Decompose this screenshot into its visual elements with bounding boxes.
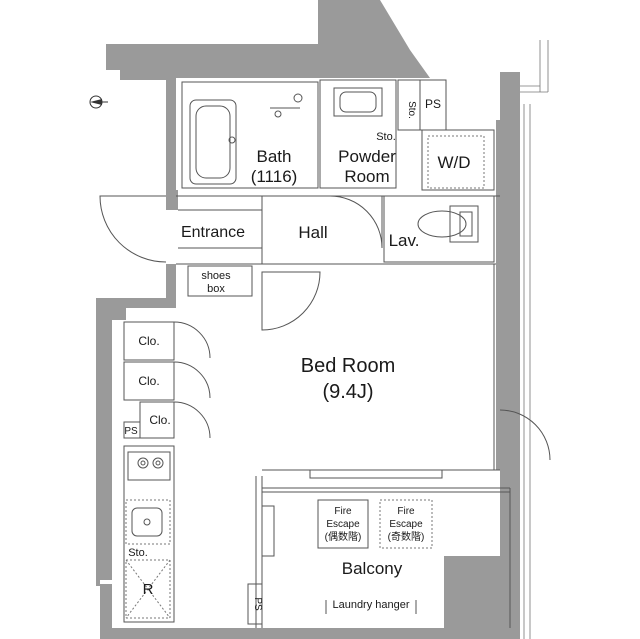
closet-3-label: Clo. xyxy=(149,413,170,427)
labels: Bath (1116) Powder Room W/D Sto. PS Sto.… xyxy=(124,97,470,611)
entrance-label: Entrance xyxy=(181,224,245,241)
kitchen-sink-icon xyxy=(131,507,163,537)
powder-room-label-1: Powder xyxy=(338,147,396,166)
fire-escape-1-label-b: Escape xyxy=(326,519,360,530)
bed-room-size-label: (9.4J) xyxy=(322,381,373,403)
shoes-box-label-1: shoes xyxy=(201,270,231,282)
exterior-walls xyxy=(96,0,520,639)
north-arrow-icon xyxy=(89,95,108,109)
sto-top-label: Sto. xyxy=(406,101,417,119)
right-railing xyxy=(520,40,549,639)
lav-label: Lav. xyxy=(389,231,420,250)
sto-powder-label: Sto. xyxy=(376,131,396,143)
powder-room-label-2: Room xyxy=(344,167,389,186)
ps-bottom-label: PS xyxy=(252,597,263,611)
toilet-icon xyxy=(417,205,479,243)
stove-icon xyxy=(137,457,164,469)
shower-icon xyxy=(270,93,303,118)
fire-escape-1-label-a: Fire xyxy=(334,506,352,517)
laundry-hanger-label: Laundry hanger xyxy=(332,599,409,611)
sink-icon xyxy=(333,87,383,117)
fire-escape-2-label-c: (奇数階) xyxy=(388,530,425,543)
ps-left-label: PS xyxy=(124,426,138,437)
fire-escape-2-label-a: Fire xyxy=(397,506,415,517)
doors xyxy=(99,130,551,557)
fire-escape-2-label-b: Escape xyxy=(389,519,423,530)
interior-lines xyxy=(123,79,511,628)
bed-room-label: Bed Room xyxy=(301,355,396,377)
bathtub-icon xyxy=(189,99,237,185)
ps-top-label: PS xyxy=(425,97,441,111)
closet-1-label: Clo. xyxy=(138,334,159,348)
bath-size-label: (1116) xyxy=(251,167,298,186)
fire-escape-1-label-c: (偶数階) xyxy=(325,530,362,543)
refrigerator-label: R xyxy=(143,581,154,598)
closet-2-label: Clo. xyxy=(138,374,159,388)
sto-kitchen-label: Sto. xyxy=(128,547,148,559)
fixtures xyxy=(89,87,479,537)
bath-label: Bath xyxy=(257,147,292,166)
shoes-box-label-2: box xyxy=(207,283,225,295)
wd-label: W/D xyxy=(437,153,470,172)
hall-label: Hall xyxy=(298,223,327,242)
balcony-label: Balcony xyxy=(342,559,403,578)
